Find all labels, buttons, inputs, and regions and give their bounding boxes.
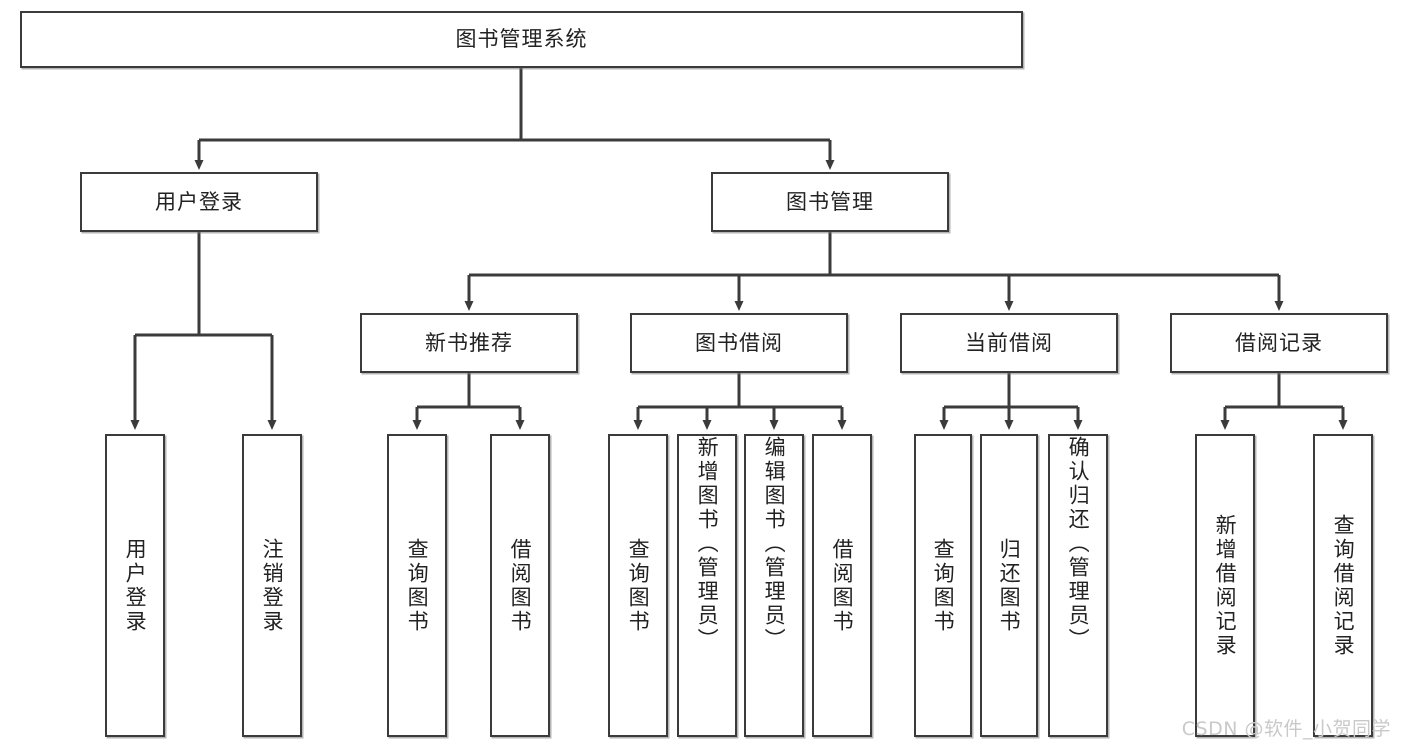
node-label: 新增借阅记录 <box>1213 513 1238 658</box>
node-label: 图书借阅 <box>695 330 783 355</box>
leaf-borrow-book-borrow[interactable]: 借阅图书 <box>812 434 872 737</box>
node-label: 图书管理系统 <box>455 27 588 52</box>
node-label: 查询借阅记录 <box>1331 513 1356 658</box>
leaf-confirm-return-admin[interactable]: 确认归还（管理员） <box>1048 434 1108 737</box>
leaf-return-book[interactable]: 归还图书 <box>980 434 1038 737</box>
node-label: 查询图书 <box>626 537 651 634</box>
node-borrow-record[interactable]: 借阅记录 <box>1170 313 1388 373</box>
node-label: 编辑图书（管理员） <box>762 436 787 652</box>
leaf-query-book-current[interactable]: 查询图书 <box>914 434 972 737</box>
leaf-logout-login[interactable]: 注销登录 <box>242 434 302 737</box>
leaf-query-book-borrow[interactable]: 查询图书 <box>608 434 668 737</box>
leaf-user-login[interactable]: 用户登录 <box>105 434 165 737</box>
node-book-borrow[interactable]: 图书借阅 <box>630 313 848 373</box>
node-label: 借阅图书 <box>508 537 533 634</box>
leaf-borrow-book-new[interactable]: 借阅图书 <box>490 434 550 737</box>
node-label: 图书管理 <box>786 189 874 214</box>
node-user-login[interactable]: 用户登录 <box>80 172 318 232</box>
node-root-book-management-system[interactable]: 图书管理系统 <box>20 11 1023 68</box>
leaf-add-borrow-record[interactable]: 新增借阅记录 <box>1195 434 1255 737</box>
node-label: 归还图书 <box>997 537 1022 634</box>
leaf-query-book-new[interactable]: 查询图书 <box>387 434 447 737</box>
node-label: 借阅记录 <box>1235 330 1323 355</box>
node-new-book-recommend[interactable]: 新书推荐 <box>360 313 578 373</box>
node-label: 用户登录 <box>123 537 148 634</box>
node-label: 借阅图书 <box>830 537 855 634</box>
node-label: 当前借阅 <box>965 330 1053 355</box>
node-label: 新增图书（管理员） <box>695 436 720 652</box>
node-current-borrow[interactable]: 当前借阅 <box>900 313 1118 373</box>
node-label: 新书推荐 <box>425 330 513 355</box>
node-label: 查询图书 <box>405 537 430 634</box>
node-book-management[interactable]: 图书管理 <box>711 172 949 232</box>
node-label: 查询图书 <box>931 537 956 634</box>
node-label: 用户登录 <box>155 189 243 214</box>
leaf-edit-book-admin[interactable]: 编辑图书（管理员） <box>744 434 804 737</box>
node-label: 注销登录 <box>260 537 285 634</box>
leaf-add-book-admin[interactable]: 新增图书（管理员） <box>677 434 737 737</box>
node-label: 确认归还（管理员） <box>1066 436 1091 652</box>
leaf-query-borrow-record[interactable]: 查询借阅记录 <box>1313 434 1373 737</box>
